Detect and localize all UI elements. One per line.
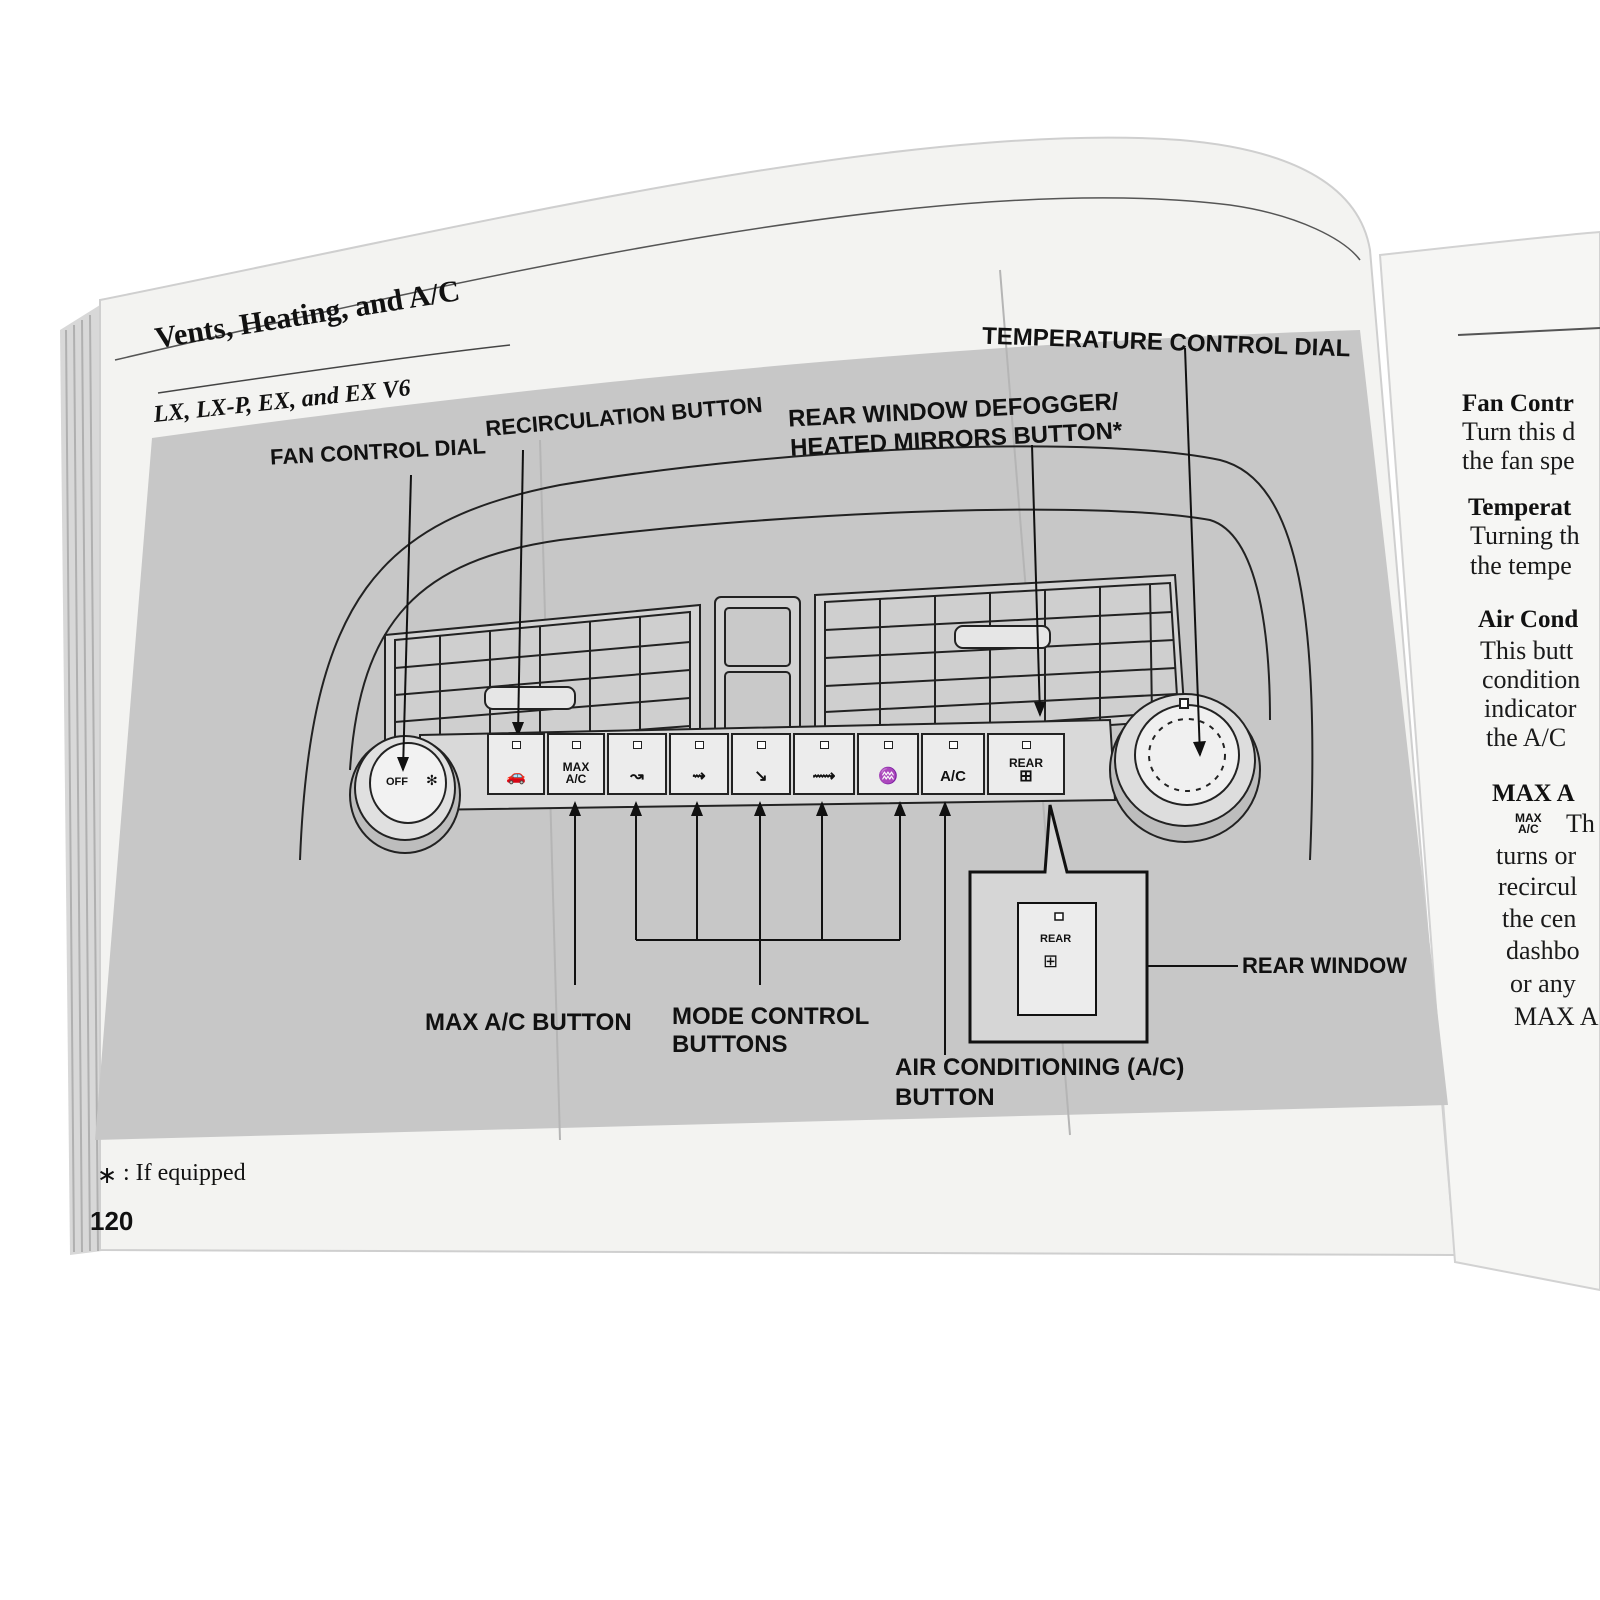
car-recirc-icon: 🚗 bbox=[506, 768, 526, 785]
arrowheads bbox=[397, 702, 1206, 973]
floor-icon: ↘ bbox=[754, 768, 768, 785]
mode-defrost-indicator bbox=[884, 741, 893, 749]
right-line-13: turns or bbox=[1496, 841, 1577, 870]
right-heading-fan: Fan Contr bbox=[1462, 390, 1574, 417]
right-vent bbox=[814, 573, 1187, 747]
max-ac-inline-icon: MAX A/C bbox=[1515, 811, 1542, 837]
max-ac-inline-top: MAX bbox=[1515, 811, 1542, 825]
right-page-rule bbox=[1457, 327, 1600, 336]
mode-bilevel-indicator bbox=[695, 741, 704, 749]
max-ac-inline-bottom: A/C bbox=[1518, 822, 1539, 837]
rear-window-defog-inset-label: REAR WINDOW DEFOG bbox=[1242, 954, 1407, 978]
mode-vent-indicator bbox=[633, 741, 642, 749]
mode-control-label-line2: BUTTONS bbox=[672, 1031, 788, 1058]
page-edge-lines bbox=[65, 314, 99, 1253]
footnote-mark: ∗ bbox=[97, 1163, 118, 1189]
footnote-text: : If equipped bbox=[123, 1160, 246, 1186]
left-vent bbox=[384, 603, 701, 772]
right-line-7: This butt bbox=[1480, 636, 1574, 665]
mode-floor-indicator bbox=[757, 741, 766, 749]
rear-defogger-button[interactable]: REAR ⊞ bbox=[987, 733, 1065, 795]
max-ac-button-label: MAX A/C BUTTON bbox=[425, 1009, 632, 1036]
center-clock-block bbox=[714, 596, 801, 748]
max-ac-top-text: MAX bbox=[562, 760, 590, 774]
right-line-16: dashbo bbox=[1506, 936, 1580, 965]
rear-caption: REAR bbox=[1008, 756, 1043, 770]
right-line-4: Turning th bbox=[1470, 521, 1580, 550]
air-conditioning-label-line2: BUTTON bbox=[895, 1084, 995, 1111]
mode-floor-button[interactable]: ↘ bbox=[731, 733, 791, 795]
dash-outline bbox=[299, 445, 1314, 861]
right-line-8: condition bbox=[1482, 665, 1581, 694]
max-ac-button[interactable]: MAX A/C bbox=[547, 733, 605, 795]
page-number: 120 bbox=[90, 1206, 134, 1236]
max-ac-indicator bbox=[572, 741, 581, 749]
fan-icon: ✻ bbox=[426, 772, 438, 788]
ac-caption: A/C bbox=[940, 768, 966, 785]
recirculation-indicator bbox=[512, 741, 521, 749]
right-line-18: MAX A bbox=[1514, 1002, 1599, 1031]
right-line-17: or any bbox=[1510, 969, 1576, 998]
vent-face-icon: ↝ bbox=[630, 768, 644, 785]
inset-rear-caption: REAR bbox=[1040, 933, 1072, 945]
right-line-5: the tempe bbox=[1470, 551, 1572, 580]
mode-vent-button[interactable]: ↝ bbox=[607, 733, 667, 795]
temperature-dial-graphic bbox=[1109, 693, 1261, 843]
title-rule bbox=[157, 344, 511, 394]
recirculation-button[interactable]: 🚗 bbox=[487, 733, 545, 795]
right-line-10: the A/C bbox=[1486, 723, 1567, 752]
inset-rear-defrost-icon: ⊞ bbox=[1043, 951, 1059, 971]
right-line-15: the cen bbox=[1502, 904, 1577, 933]
right-line-9: indicator bbox=[1484, 694, 1577, 723]
sheet-curve bbox=[114, 197, 1361, 361]
defrost-icon: ♒ bbox=[878, 768, 898, 785]
right-line-12: Th bbox=[1566, 809, 1595, 838]
air-conditioning-label-line1: AIR CONDITIONING (A/C) bbox=[895, 1054, 1185, 1081]
rear-defogger-indicator bbox=[1022, 741, 1031, 749]
fan-dial-off-text: OFF bbox=[386, 776, 408, 788]
ac-indicator bbox=[949, 741, 958, 749]
right-heading-temperature: Temperat bbox=[1468, 494, 1572, 521]
mode-defrost-button[interactable]: ♒ bbox=[857, 733, 919, 795]
inset-callout bbox=[968, 804, 1149, 1044]
right-line-1: Turn this d bbox=[1462, 417, 1576, 446]
ac-button[interactable]: A/C bbox=[921, 733, 985, 795]
mode-floor-defrost-button[interactable]: ⟿ bbox=[793, 733, 855, 795]
fan-dial-graphic bbox=[349, 735, 461, 854]
mode-floor-defrost-indicator bbox=[820, 741, 829, 749]
mode-bilevel-button[interactable]: ⇝ bbox=[669, 733, 729, 795]
bilevel-icon: ⇝ bbox=[692, 768, 706, 785]
dash-inner-curve bbox=[349, 508, 1271, 771]
right-line-14: recircul bbox=[1498, 872, 1578, 901]
max-ac-bottom-text: A/C bbox=[565, 772, 587, 786]
floor-defrost-icon: ⟿ bbox=[812, 768, 836, 785]
right-line-2: the fan spe bbox=[1462, 446, 1575, 475]
right-heading-air-cond: Air Cond bbox=[1478, 606, 1579, 633]
rear-defrost-icon: ⊞ bbox=[1019, 768, 1033, 785]
right-heading-max-ac: MAX A bbox=[1492, 780, 1575, 807]
mode-control-label-line1: MODE CONTROL bbox=[672, 1003, 870, 1030]
